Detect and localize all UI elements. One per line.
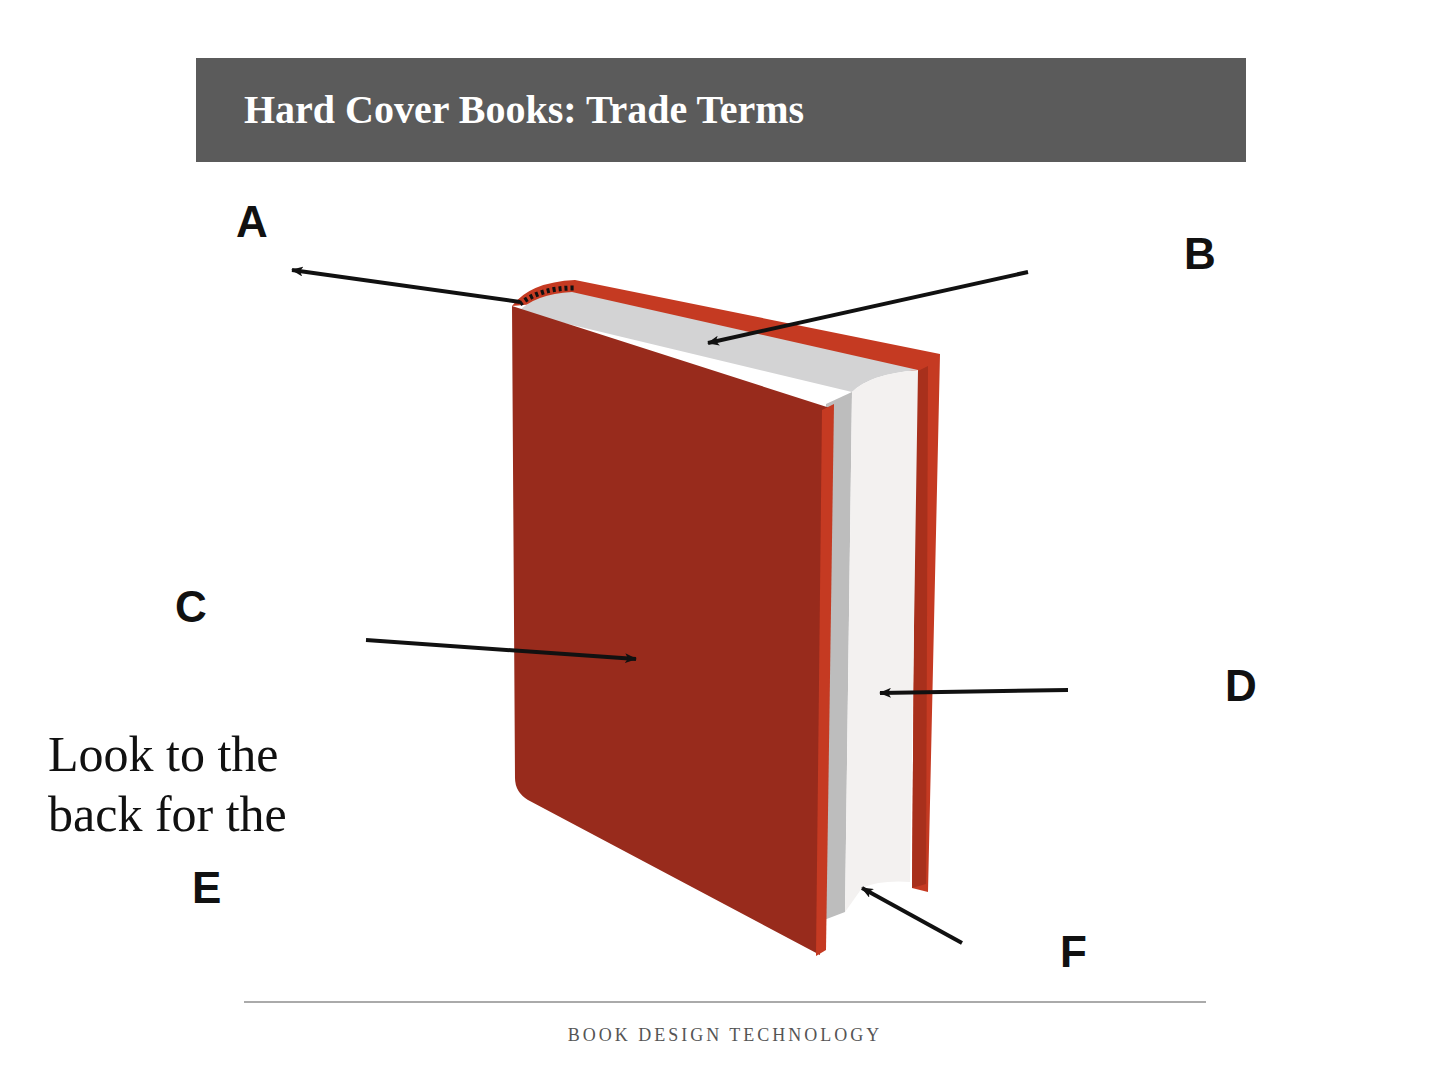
footer-caption: BOOK DESIGN TECHNOLOGY (244, 1025, 1206, 1046)
callout-letter: D (1225, 664, 1257, 708)
note-text: Look to the back for the (48, 724, 348, 844)
callout-letter: B (1184, 232, 1216, 276)
page-title: Hard Cover Books: Trade Terms (244, 86, 804, 133)
callout-letter: C (175, 585, 207, 629)
callout-letter: A (236, 200, 268, 244)
callout-letter: F (1060, 930, 1087, 974)
callout-letter: E (192, 866, 221, 910)
